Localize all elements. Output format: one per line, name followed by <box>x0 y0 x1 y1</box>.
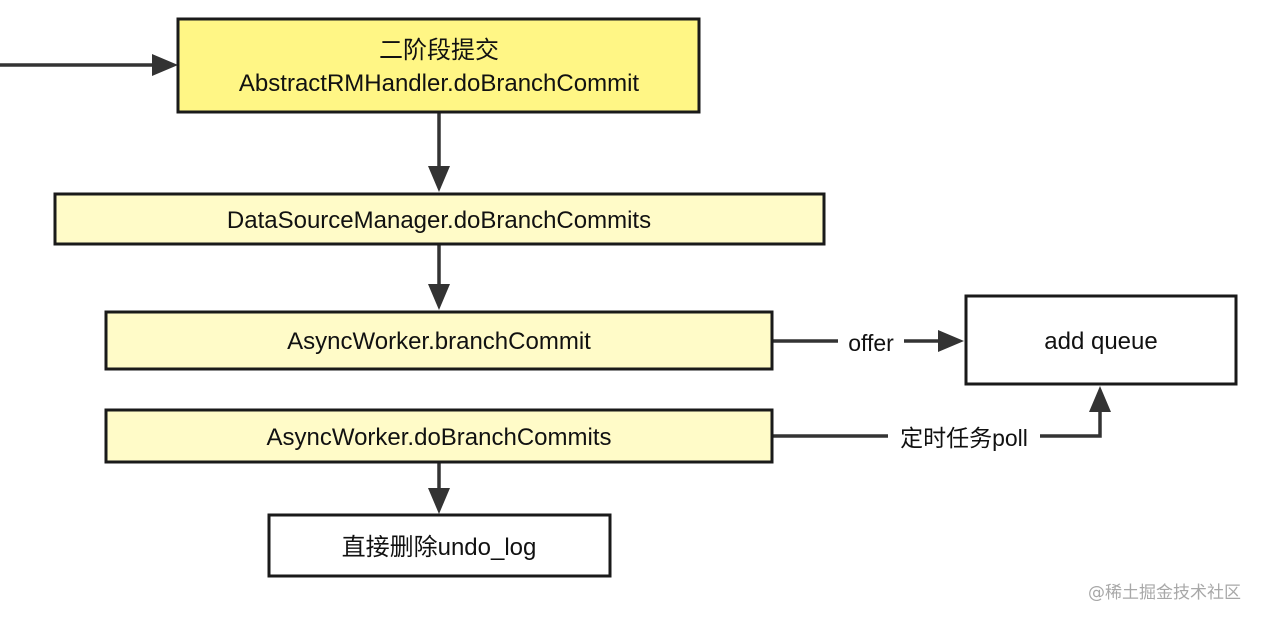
edge-poll: 定时任务poll <box>773 386 1111 453</box>
edge-label-bg <box>838 326 904 358</box>
node-delete-undo-log: 直接删除undo_log <box>267 513 612 578</box>
edge-label-offer: offer <box>848 330 894 356</box>
node-delete-undo-label: 直接删除undo_log <box>342 534 537 561</box>
node-phase2-title: 二阶段提交 <box>379 37 499 64</box>
node-delete-undo-box <box>267 513 612 578</box>
edge-offer: offer <box>773 326 964 358</box>
node-datasource-manager: DataSourceManager.doBranchCommits <box>53 192 826 246</box>
node-phase2-box <box>176 17 701 114</box>
edge-label-bg <box>888 421 1040 453</box>
edge-phase2-to-datasource <box>428 112 450 192</box>
node-add-queue-box <box>964 294 1238 386</box>
arrowhead-icon <box>152 54 178 76</box>
node-async-worker-do-branch-commits: AsyncWorker.doBranchCommits <box>104 408 774 464</box>
edges: offer 定时任务poll <box>0 54 1111 514</box>
watermark: @稀土掘金技术社区 <box>1088 583 1241 603</box>
node-do-branch-commits-box <box>104 408 774 464</box>
arrowhead-icon <box>938 330 964 352</box>
node-branch-commit-label: AsyncWorker.branchCommit <box>287 328 591 355</box>
node-phase2-commit: 二阶段提交 AbstractRMHandler.doBranchCommit <box>176 17 701 114</box>
arrowhead-icon <box>428 488 450 514</box>
edge-datasource-to-branch-commit <box>428 245 450 310</box>
node-async-worker-branch-commit: AsyncWorker.branchCommit <box>104 310 774 371</box>
node-add-queue-label: add queue <box>1044 328 1157 355</box>
edge-label-poll: 定时任务poll <box>900 425 1028 451</box>
node-add-queue: add queue <box>964 294 1238 386</box>
arrowhead-icon <box>1089 386 1111 412</box>
edge-do-branch-commits-to-delete-undo <box>428 462 450 514</box>
node-branch-commit-box <box>104 310 774 371</box>
arrowhead-icon <box>428 284 450 310</box>
node-datasource-box <box>53 192 826 246</box>
arrowhead-icon <box>428 166 450 192</box>
nodes: 二阶段提交 AbstractRMHandler.doBranchCommit D… <box>53 17 1238 578</box>
edge-incoming <box>0 54 178 76</box>
node-datasource-label: DataSourceManager.doBranchCommits <box>227 207 651 234</box>
node-do-branch-commits-label: AsyncWorker.doBranchCommits <box>267 424 612 451</box>
node-phase2-method: AbstractRMHandler.doBranchCommit <box>239 70 639 97</box>
edge-line <box>773 412 1102 438</box>
